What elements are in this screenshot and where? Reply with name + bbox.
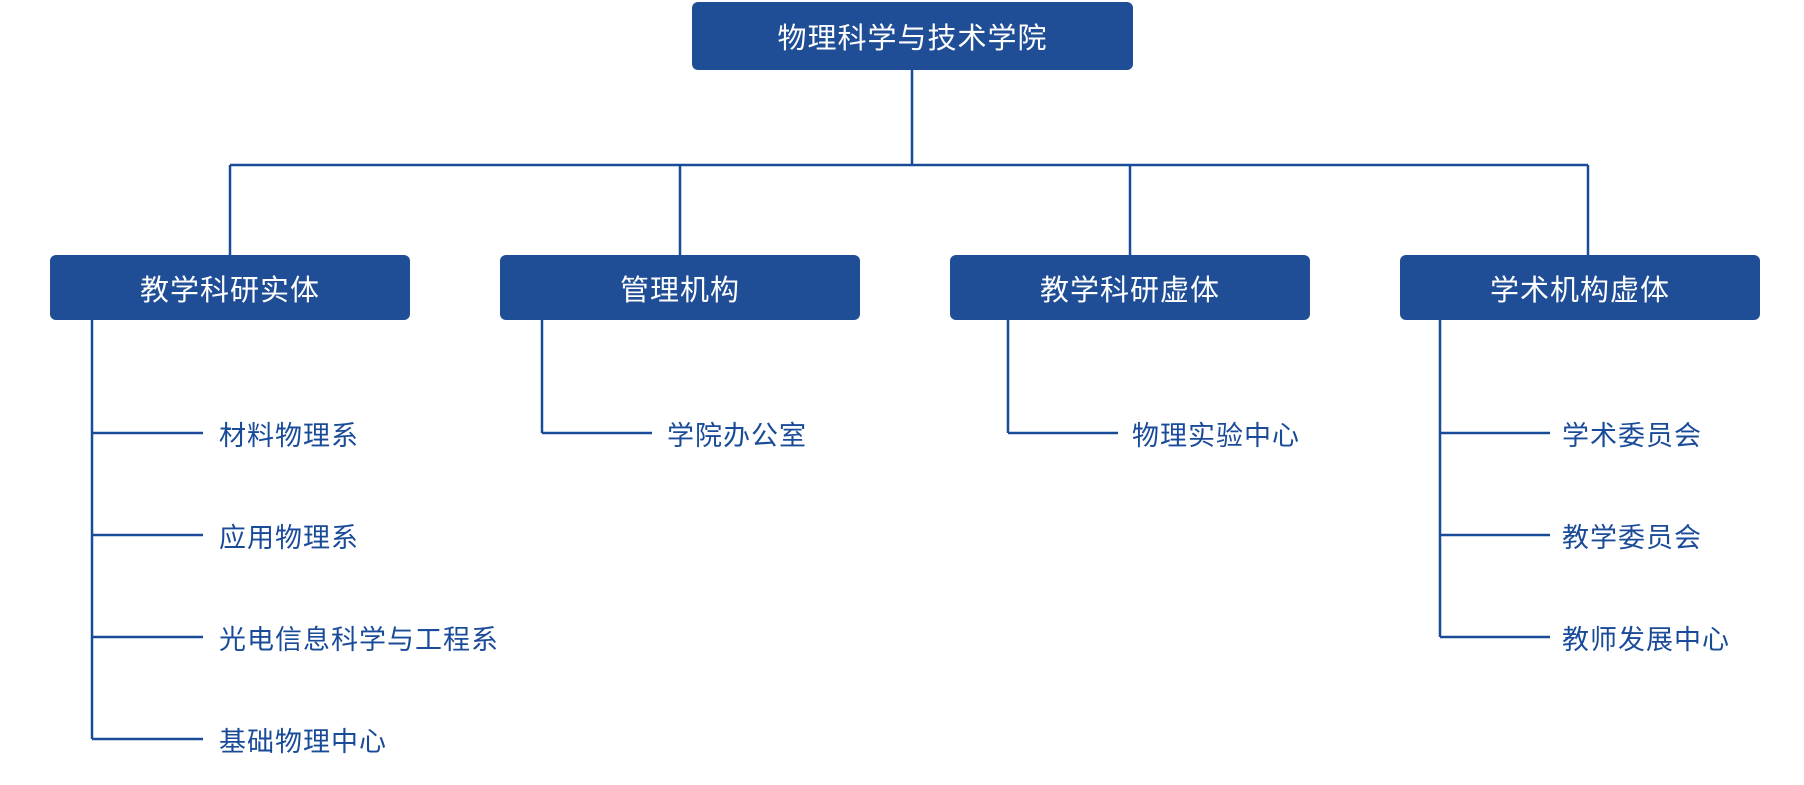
- org-leaf-applied-physics: 应用物理系: [219, 522, 359, 553]
- org-leaf-physics-lab-center: 物理实验中心: [1132, 420, 1300, 451]
- org-leaf-faculty-development-center: 教师发展中心: [1562, 624, 1730, 655]
- org-leaf-materials-physics: 材料物理系: [219, 420, 359, 451]
- org-node-branch-management: 管理机构: [500, 255, 860, 320]
- org-leaf-academic-committee: 学术委员会: [1562, 420, 1702, 451]
- connector-branch-4: [1438, 320, 1550, 639]
- org-node-branch-teaching-research-entities: 教学科研实体: [50, 255, 410, 320]
- connector-branch-1: [90, 320, 203, 741]
- connector-branch-2: [540, 320, 652, 435]
- org-node-branch-teaching-research-virtual: 教学科研虚体: [950, 255, 1310, 320]
- org-node-branch-academic-virtual: 学术机构虚体: [1400, 255, 1760, 320]
- org-node-root: 物理科学与技术学院: [692, 2, 1133, 70]
- connector-branch-3: [1006, 320, 1118, 435]
- org-leaf-optoelectronic-info: 光电信息科学与工程系: [219, 624, 499, 655]
- connector-root-rail: [228, 70, 1590, 255]
- org-leaf-fundamental-physics-center: 基础物理中心: [219, 726, 387, 757]
- org-leaf-college-office: 学院办公室: [667, 420, 807, 451]
- org-leaf-teaching-committee: 教学委员会: [1562, 522, 1702, 553]
